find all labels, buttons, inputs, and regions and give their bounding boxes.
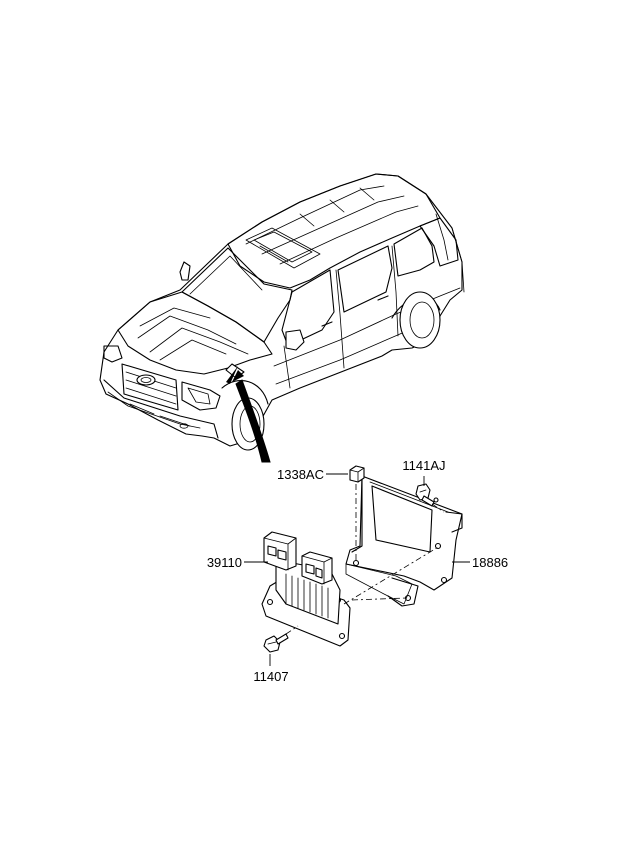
label-bolt-ecu: 11407 xyxy=(253,669,288,684)
nut-1338ac xyxy=(349,465,365,483)
bolt-bracket-install-line xyxy=(431,503,445,513)
ecu-install-line-2 xyxy=(351,597,407,601)
engine-control-unit xyxy=(261,531,351,647)
label-bolt-bracket: 1141AJ xyxy=(402,458,445,473)
vehicle-illustration xyxy=(99,173,465,463)
label-nut: 1338AC xyxy=(277,467,324,482)
label-bracket: 18886 xyxy=(472,555,508,570)
bolt-1141aj xyxy=(415,483,435,507)
bolt-ecu-install-line xyxy=(285,625,299,635)
ecu-install-line xyxy=(343,545,441,605)
ecu-bracket xyxy=(345,475,463,607)
bolt-11407 xyxy=(263,633,289,653)
label-ecu: 39110 xyxy=(207,555,242,570)
